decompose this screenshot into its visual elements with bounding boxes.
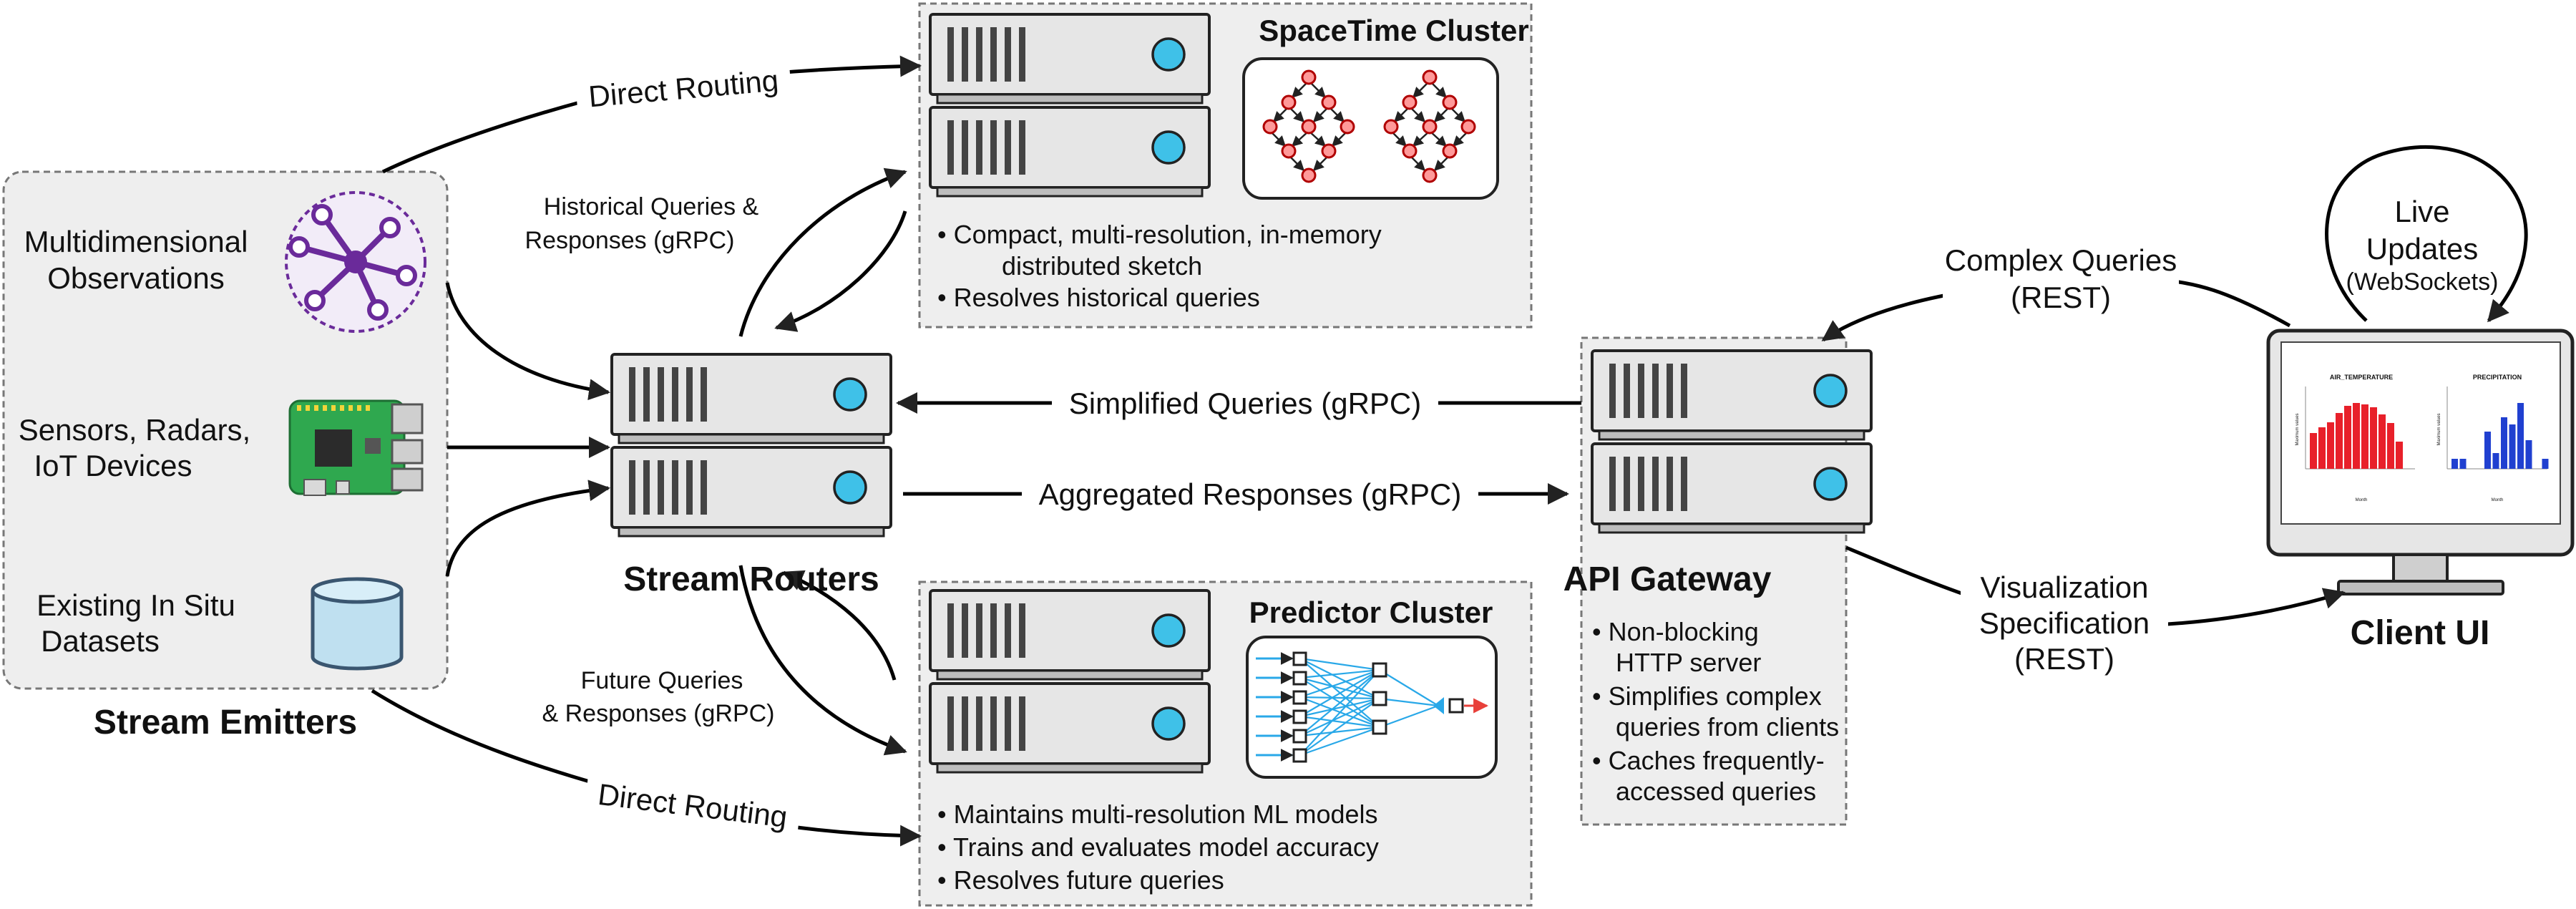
precipitation-bar-0 <box>2451 459 2458 469</box>
svg-text:AIR_TEMPERATURE: AIR_TEMPERATURE <box>2330 374 2393 381</box>
label-visualization-3: (REST) <box>2014 642 2114 676</box>
label-historical-1: Historical Queries & <box>544 193 759 220</box>
router-server-bottom <box>610 446 892 538</box>
label-complex-queries-1: Complex Queries <box>1945 243 2177 277</box>
air-temperature-bar-0 <box>2310 433 2317 469</box>
neural-net-sum-node <box>1433 697 1444 714</box>
svg-text:Month: Month <box>2492 498 2504 502</box>
arrow-predictor-to-router <box>781 570 897 681</box>
predictor-bullet-1: • Maintains multi-resolution ML models <box>937 799 1378 829</box>
label-datasets-2: Datasets <box>41 624 160 658</box>
label-sensors-1: Sensors, Radars, <box>19 413 250 447</box>
multidimensional-icon <box>285 191 426 333</box>
air-temperature-bar-7 <box>2370 407 2377 469</box>
live-updates-label-1: Live <box>2394 195 2449 228</box>
client-chart-air-temperature: AIR_TEMPERATURE Month Maximum values <box>2296 374 2415 502</box>
label-historical-2: Responses (gRPC) <box>525 227 735 254</box>
router-server-top <box>610 353 892 444</box>
spacetime-cluster-title: SpaceTime Cluster <box>1259 14 1528 47</box>
spacetime-server-top <box>929 13 1211 104</box>
gateway-server-bottom <box>1591 442 1873 534</box>
gateway-server-top <box>1591 349 1873 441</box>
label-complex-queries-2: (REST) <box>2011 281 2111 314</box>
precipitation-bar-8 <box>2517 403 2524 469</box>
label-visualization-1: Visualization <box>1980 570 2148 604</box>
arrow-live-updates <box>2325 145 2528 323</box>
svg-text:Maximum values: Maximum values <box>2437 413 2441 445</box>
client-ui-title: Client UI <box>2351 614 2490 652</box>
air-temperature-bar-5 <box>2353 403 2360 469</box>
live-updates-label-2: Updates <box>2366 232 2478 266</box>
air-temperature-bar-10 <box>2396 442 2403 469</box>
predictor-server-top <box>929 589 1211 681</box>
iot-board-icon <box>288 399 424 496</box>
sketch-graph-panel <box>1242 57 1499 200</box>
precipitation-bar-1 <box>2459 459 2467 469</box>
gateway-bullet-1: • Non-blocking <box>1592 617 1759 646</box>
precipitation-bar-11 <box>2542 459 2549 469</box>
stream-routers-title: Stream Routers <box>623 560 879 598</box>
air-temperature-bar-3 <box>2336 413 2343 469</box>
predictor-bullet-3: • Resolves future queries <box>937 865 1224 895</box>
gateway-bullet-1-cont: HTTP server <box>1616 648 1761 677</box>
neural-net-edges <box>1299 657 1439 757</box>
spacetime-server-bottom <box>929 106 1211 198</box>
neural-net-nodes <box>1292 651 1464 763</box>
gateway-bullet-2: • Simplifies complex <box>1592 681 1822 711</box>
stream-emitters-title: Stream Emitters <box>94 704 357 742</box>
label-sensors-2: IoT Devices <box>34 449 192 482</box>
air-temperature-bar-1 <box>2318 427 2326 469</box>
gateway-bullet-3: • Caches frequently- <box>1592 746 1825 775</box>
predictor-bullet-2: • Trains and evaluates model accuracy <box>937 832 1379 862</box>
air-temperature-bar-6 <box>2361 404 2368 469</box>
database-icon <box>311 577 404 671</box>
sketch-graph-left-nodes <box>1262 69 1355 183</box>
arrow-router-to-predictor <box>738 565 907 756</box>
label-multidimensional-2: Observations <box>47 261 224 295</box>
label-multidimensional-1: Multidimensional <box>24 225 248 258</box>
spacetime-bullet-2: • Resolves historical queries <box>937 283 1260 312</box>
svg-text:Month: Month <box>2356 498 2368 502</box>
arrow-datasets-to-router <box>445 480 610 577</box>
spacetime-bullet-1: • Compact, multi-resolution, in-memory <box>937 220 1382 249</box>
svg-text:Maximum values: Maximum values <box>2296 413 2300 445</box>
api-gateway-title: API Gateway <box>1563 560 1772 598</box>
air-temperature-bar-4 <box>2344 406 2351 469</box>
neural-net-panel <box>1246 636 1498 779</box>
sketch-graph-right-nodes <box>1383 69 1476 183</box>
precipitation-bar-9 <box>2525 440 2532 469</box>
gateway-bullet-3-cont: accessed queries <box>1616 777 1816 806</box>
precipitation-bar-4 <box>2484 432 2491 469</box>
label-aggregated-responses: Aggregated Responses (gRPC) <box>1039 477 1462 511</box>
label-future-1: Future Queries <box>581 667 743 694</box>
client-chart-precipitation: PRECIPITATION Month Maximum values <box>2437 374 2549 502</box>
gateway-bullet-2-cont: queries from clients <box>1616 712 1839 742</box>
label-future-2: & Responses (gRPC) <box>542 700 774 727</box>
live-updates-label-3: (WebSockets) <box>2346 268 2499 296</box>
svg-text:PRECIPITATION: PRECIPITATION <box>2473 374 2522 381</box>
predictor-cluster-title: Predictor Cluster <box>1249 596 1493 629</box>
precipitation-bar-7 <box>2509 424 2516 469</box>
arrow-multidim-to-router <box>445 282 610 401</box>
precipitation-bar-5 <box>2492 453 2499 469</box>
label-visualization-2: Specification <box>1979 606 2150 640</box>
precipitation-bar-6 <box>2501 417 2507 469</box>
neural-net-inputs <box>1256 652 1294 762</box>
arrow-spacetime-to-router <box>774 210 907 332</box>
label-simplified-queries: Simplified Queries (gRPC) <box>1069 387 1421 420</box>
spacetime-bullet-1-cont: distributed sketch <box>1002 251 1202 281</box>
air-temperature-bars <box>2310 403 2403 469</box>
air-temperature-bar-8 <box>2379 414 2386 469</box>
air-temperature-bar-9 <box>2387 423 2394 469</box>
precipitation-bars <box>2451 403 2549 469</box>
predictor-server-bottom <box>929 682 1211 774</box>
air-temperature-bar-2 <box>2327 422 2334 469</box>
arrow-router-to-spacetime <box>738 167 907 337</box>
label-datasets-1: Existing In Situ <box>36 588 235 622</box>
